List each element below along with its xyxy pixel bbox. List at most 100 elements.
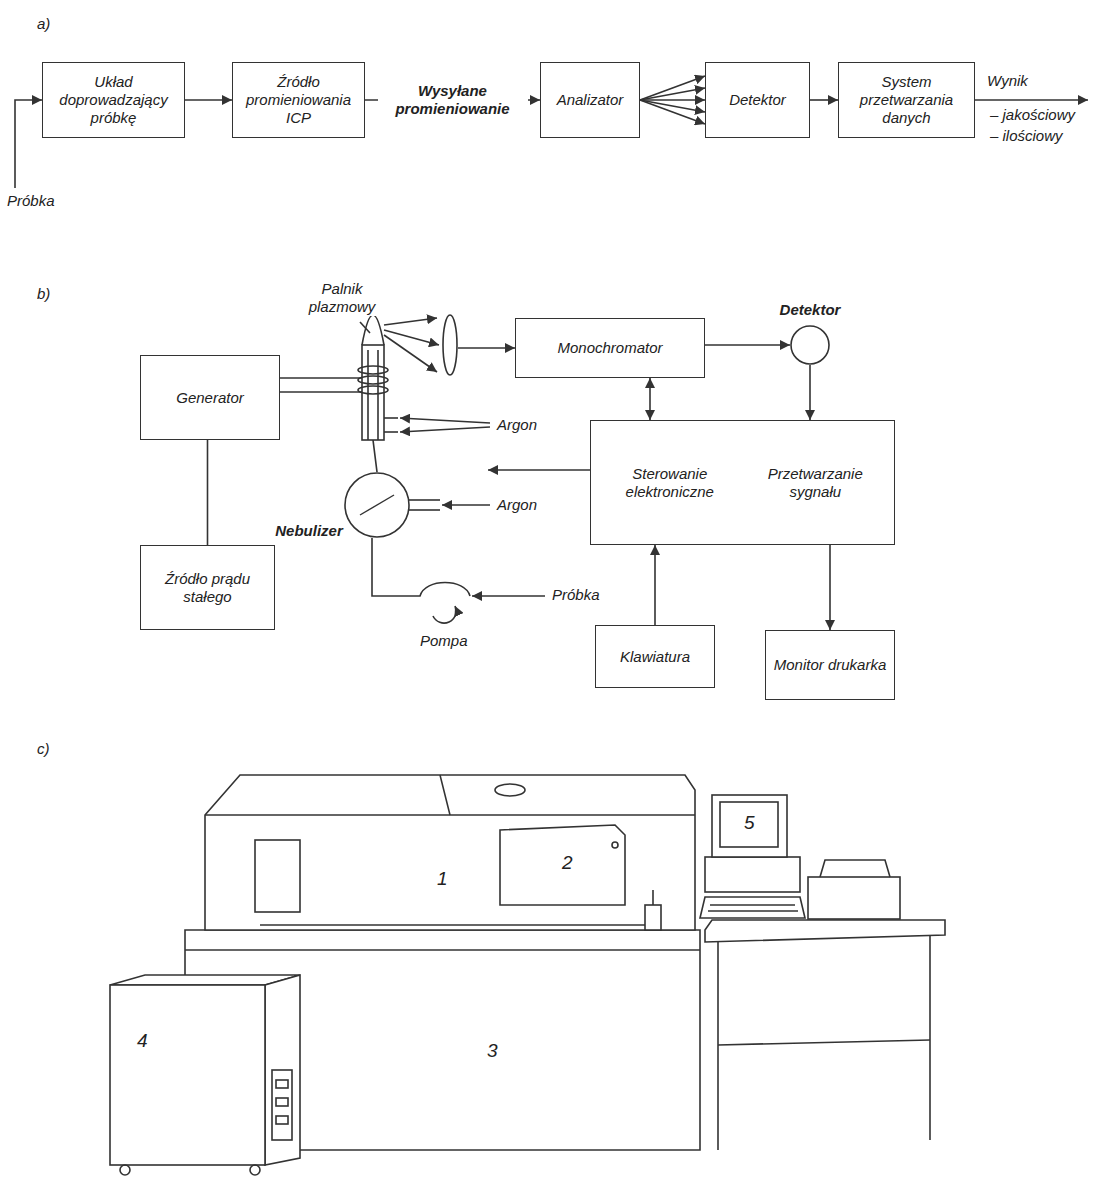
gas-label: Argon — [495, 496, 539, 514]
process-box: Źródło promieniowania ICP — [232, 62, 365, 138]
gas-label: Argon — [495, 416, 539, 434]
power-supply-box: Źródło prądu stałego — [140, 545, 275, 630]
detector-circle: Detektor — [790, 325, 830, 365]
keyboard-box: Klawiatura — [595, 625, 715, 688]
callout-number: 2 — [560, 852, 575, 875]
circle-outline — [344, 472, 410, 538]
emission-rays — [384, 318, 437, 325]
argon-arrows — [400, 427, 490, 432]
node-text: Detektor — [729, 91, 786, 109]
generator-cabinet — [276, 1098, 288, 1106]
node-text: Sterowanie elektroniczne — [597, 425, 743, 540]
generator-cabinet — [272, 1070, 292, 1140]
sample-tube — [472, 595, 545, 597]
output-label: – ilościowy — [988, 127, 1065, 145]
process-box: Detektor — [705, 62, 810, 138]
emission-rays — [384, 330, 439, 345]
connector-arrow — [809, 365, 811, 420]
control-arrow — [488, 469, 590, 471]
spectrometer-cover — [440, 775, 450, 815]
input-arrow — [15, 100, 42, 188]
callout-number: 4 — [135, 1030, 150, 1053]
node-text: Nebulizer — [274, 522, 344, 540]
output-label: Wynik — [985, 72, 1030, 90]
part-name: Palnik plazmowy — [300, 280, 384, 316]
node-text: Klawiatura — [620, 648, 690, 666]
connector-arrow — [705, 344, 790, 346]
sample-bottle — [652, 890, 654, 905]
plasma-torch — [384, 417, 398, 419]
spectrometer-cover — [205, 775, 695, 930]
generator-cabinet — [276, 1116, 288, 1124]
output-label: – jakościowy — [988, 106, 1077, 124]
output-arrow — [975, 99, 1088, 101]
sample-window — [500, 825, 625, 905]
lens — [443, 315, 515, 375]
connector-arrow — [649, 378, 651, 420]
circle-outline — [790, 325, 830, 365]
sample-tube — [372, 538, 470, 596]
connector-arrow — [810, 99, 838, 101]
connector-arrow — [640, 99, 705, 101]
computer-table — [718, 1040, 930, 1045]
process-box: Układ doprowadzający próbkę — [42, 62, 185, 138]
argon-arrows — [408, 499, 440, 501]
connector-arrow — [207, 440, 209, 545]
generator-cabinet — [120, 1165, 130, 1175]
sample-bottle — [645, 905, 661, 930]
computer-table — [717, 942, 719, 1150]
output-box: Monitor drukarka — [765, 630, 895, 700]
node-text: Detektor — [768, 301, 852, 319]
node-text: Analizator — [557, 91, 624, 109]
dispersion-ray — [640, 100, 705, 124]
process-box: System przetwarzania danych — [838, 62, 975, 138]
control-arrow — [488, 469, 590, 471]
illustration-group — [15, 100, 1088, 1175]
computer — [700, 795, 805, 918]
computer — [710, 904, 795, 906]
spectrometer-cover — [255, 840, 300, 912]
node-text: Monochromator — [557, 339, 662, 357]
connector-arrow — [185, 99, 232, 101]
generator-cabinet — [250, 1165, 260, 1175]
plasma-torch — [358, 386, 388, 394]
input-arrow — [15, 100, 42, 188]
plasma-torch — [367, 350, 369, 440]
callout-number: 5 — [742, 812, 757, 835]
argon-arrows — [442, 504, 490, 506]
generator-cabinet — [276, 1080, 288, 1088]
node-text: System przetwarzania danych — [845, 73, 968, 127]
plasma-torch — [377, 350, 379, 440]
plasma-torch — [362, 315, 384, 345]
printer — [820, 860, 890, 877]
computer — [700, 897, 805, 918]
spectrometer-cover — [495, 784, 525, 796]
spectrometer-cover — [205, 775, 695, 930]
plasma-torch — [358, 366, 388, 374]
computer-table — [705, 920, 945, 942]
lens — [443, 315, 457, 375]
circle-outline — [791, 326, 829, 364]
generator-box: Generator — [140, 355, 280, 440]
computer — [712, 795, 787, 857]
computer — [705, 857, 800, 892]
argon-arrows — [400, 418, 490, 510]
computer — [720, 802, 778, 847]
argon-arrows — [408, 509, 440, 511]
pump-symbol — [433, 606, 456, 623]
spectrometer-cover — [260, 924, 660, 926]
generator-wires — [280, 377, 362, 379]
generator-cabinet — [110, 985, 265, 1165]
output-arrow — [975, 99, 1088, 101]
generator-wires — [280, 378, 362, 392]
lens — [458, 347, 515, 349]
node-text: Monitor drukarka — [774, 656, 887, 674]
plasma-torch — [384, 431, 398, 433]
input-label: Próbka — [5, 192, 57, 210]
process-box: Analizator — [540, 62, 640, 138]
plasma-torch — [362, 345, 384, 440]
sample-window — [500, 825, 625, 905]
monochromator-box: Monochromator — [515, 318, 705, 378]
node-text: Źródło promieniowania ICP — [239, 73, 358, 127]
dispersion-ray — [640, 88, 705, 100]
